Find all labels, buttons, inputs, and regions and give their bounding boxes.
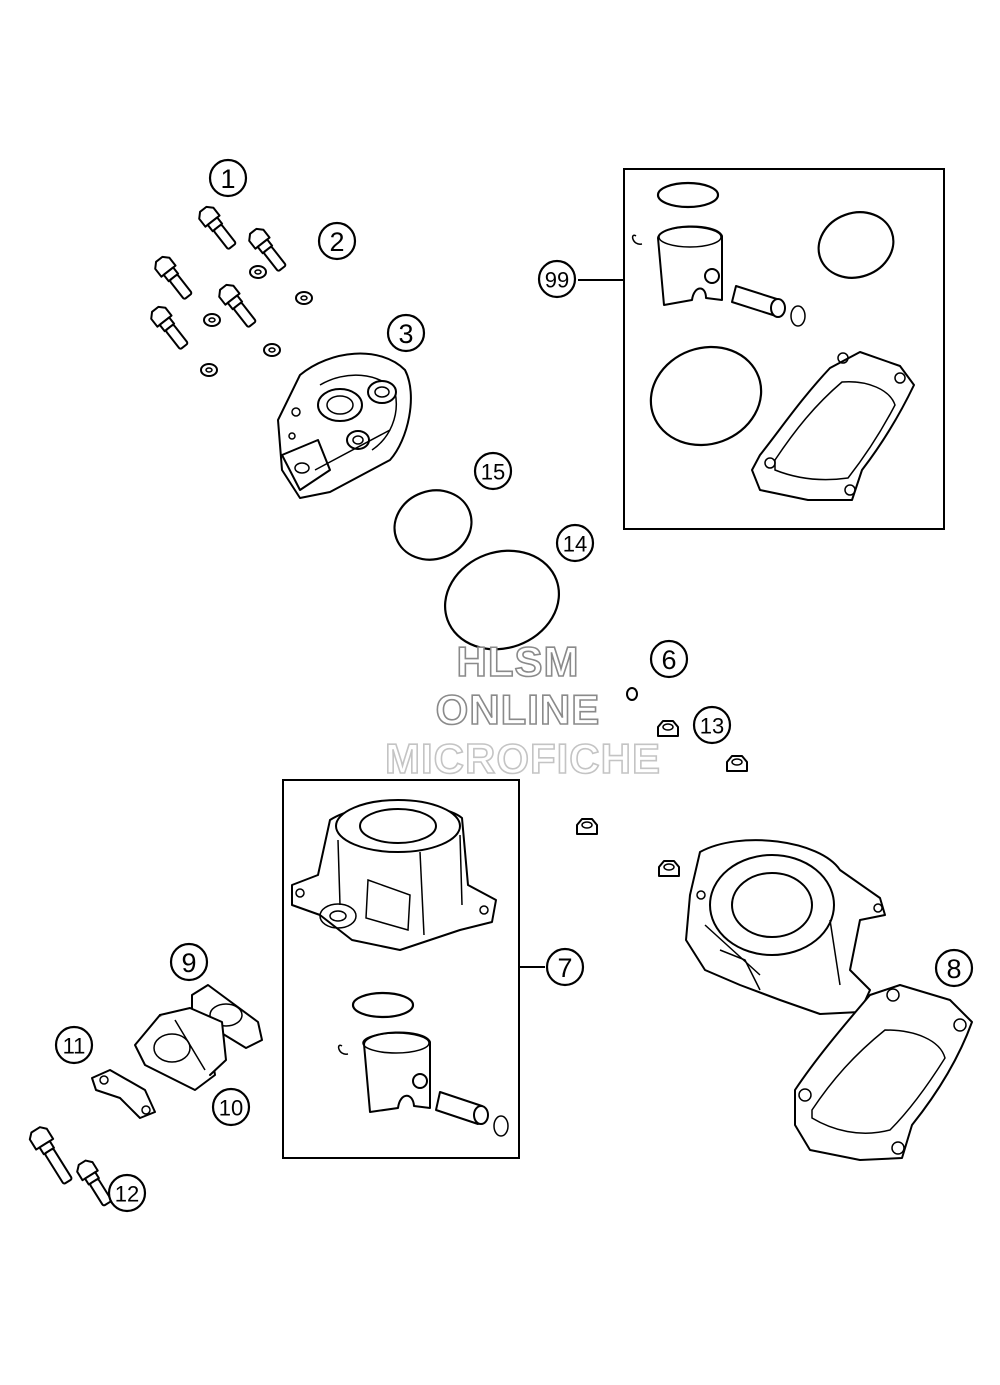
intake-bolt-long[interactable] — [27, 1125, 76, 1187]
watermark: HLSM ONLINE MICROFICHE — [384, 637, 661, 783]
intake-bolt-short[interactable] — [75, 1158, 116, 1208]
callout-label: 6 — [661, 645, 676, 675]
callout-label: 11 — [63, 1034, 86, 1059]
callout-3[interactable]: 3 — [386, 313, 426, 353]
piston-kit-box — [623, 168, 945, 530]
callout-label: 1 — [220, 164, 235, 194]
callout-label: 10 — [219, 1096, 243, 1121]
callout-12[interactable]: 12 — [107, 1173, 147, 1213]
washer-group[interactable] — [200, 265, 313, 377]
callout-label: 3 — [398, 319, 413, 349]
head-bolt[interactable] — [216, 282, 259, 330]
head-bolt[interactable] — [148, 304, 191, 352]
o-ring-15[interactable] — [385, 480, 482, 571]
callout-label: 2 — [329, 227, 344, 257]
callout-label: 8 — [946, 954, 961, 984]
callout-8[interactable]: 8 — [934, 948, 974, 988]
callout-label: 99 — [545, 268, 569, 293]
base-gasket[interactable] — [794, 984, 973, 1161]
piston-kit-contents[interactable] — [631, 181, 915, 501]
callout-label: 12 — [115, 1182, 139, 1207]
callout-2[interactable]: 2 — [317, 221, 357, 261]
cylinder-kit-contents[interactable] — [291, 799, 509, 1137]
dowel-pin[interactable] — [626, 687, 638, 701]
callout-label: 9 — [181, 948, 196, 978]
callout-11[interactable]: 11 — [54, 1025, 94, 1065]
callout-1[interactable]: 1 — [208, 158, 248, 198]
o-ring-14[interactable] — [431, 535, 573, 665]
callout-label: 7 — [557, 953, 572, 983]
callout-9[interactable]: 9 — [169, 942, 209, 982]
head-bolt-group[interactable] — [148, 204, 289, 352]
callout-label: 15 — [481, 460, 505, 485]
intake-bracket[interactable] — [91, 1069, 156, 1119]
callout-10[interactable]: 10 — [211, 1087, 251, 1127]
head-bolt[interactable] — [196, 204, 239, 252]
watermark-line-1: HLSM — [457, 638, 580, 685]
callout-7[interactable]: 7 — [545, 947, 585, 987]
cylinder-head[interactable] — [277, 352, 412, 499]
callout-99[interactable]: 99 — [537, 259, 577, 299]
intake-flange[interactable] — [134, 984, 263, 1091]
head-bolt[interactable] — [246, 226, 289, 274]
cylinder-nuts[interactable] — [576, 720, 748, 877]
cylinder[interactable] — [685, 839, 886, 1015]
callout-14[interactable]: 14 — [555, 523, 595, 563]
callout-6[interactable]: 6 — [649, 639, 689, 679]
callout-label: 13 — [700, 714, 724, 739]
callout-13[interactable]: 13 — [692, 705, 732, 745]
watermark-line-3: MICROFICHE — [385, 735, 661, 782]
callout-label: 14 — [563, 532, 587, 557]
cylinder-kit-box — [282, 779, 520, 1159]
callout-15[interactable]: 15 — [473, 451, 513, 491]
head-bolt[interactable] — [152, 254, 195, 302]
watermark-line-2: ONLINE — [436, 686, 601, 733]
